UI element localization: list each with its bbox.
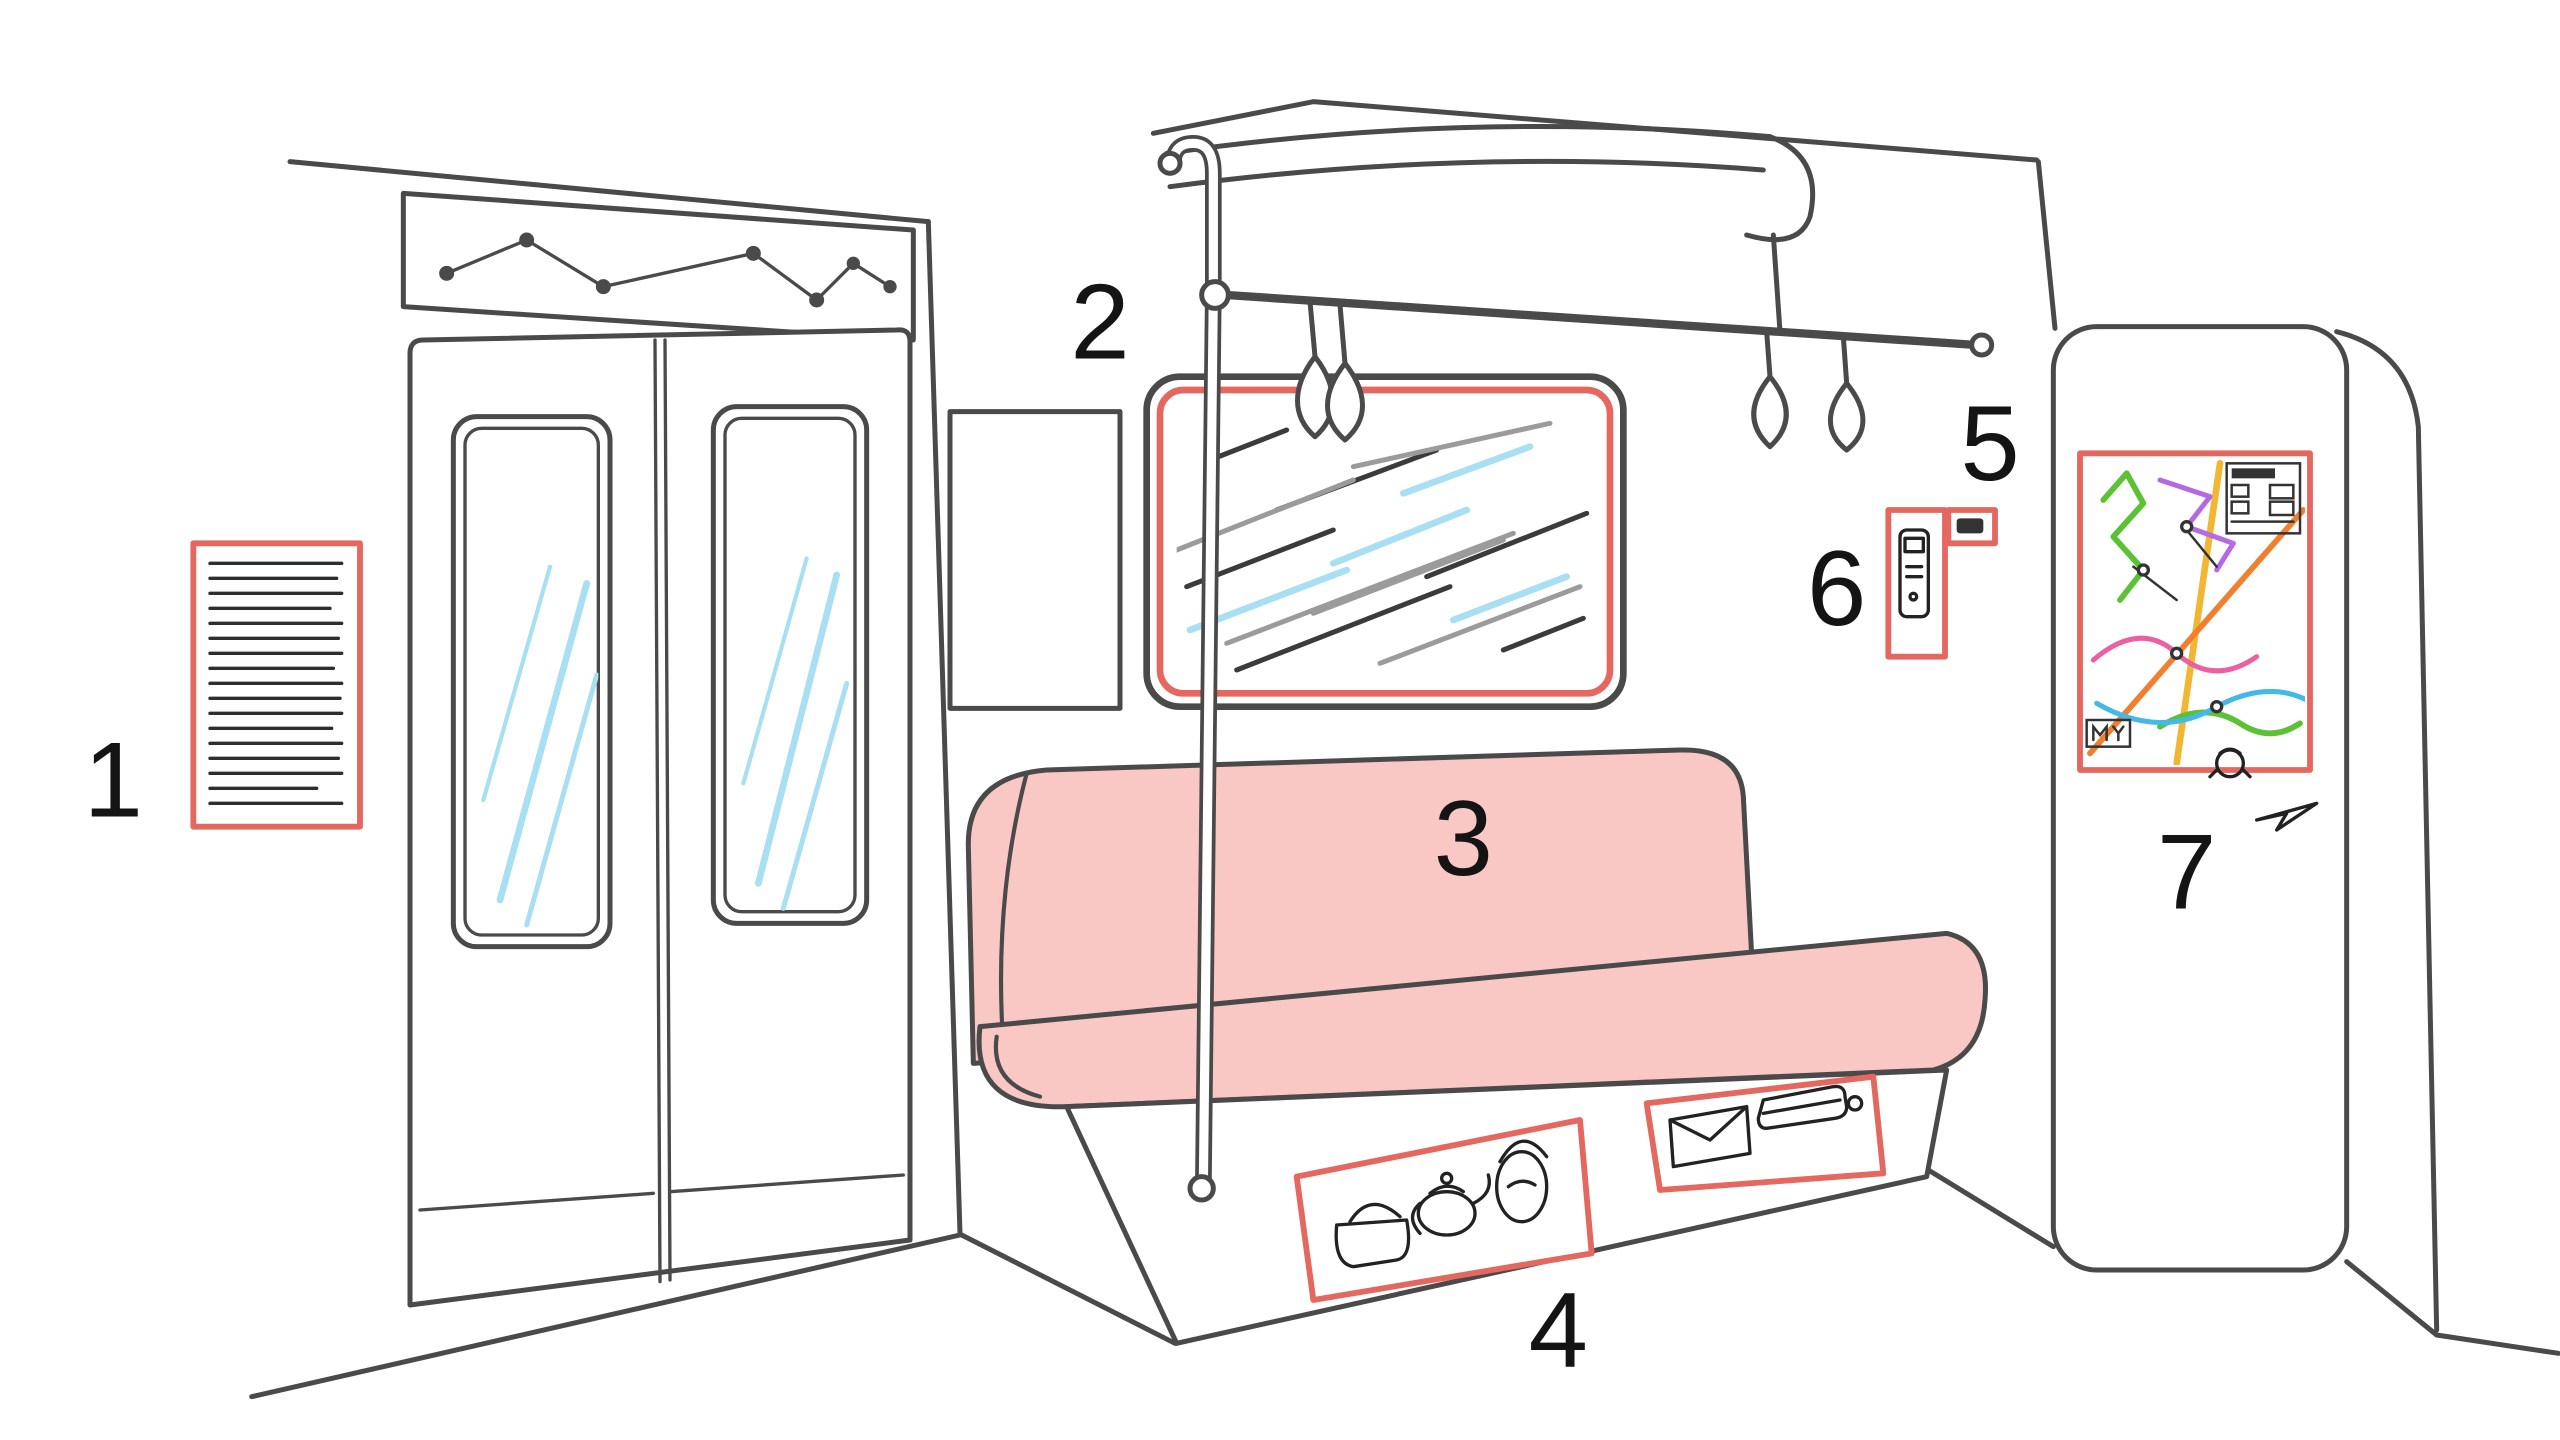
label-5: 5	[1960, 383, 2019, 503]
ceiling-corner	[2035, 159, 2058, 331]
route-panel-frame	[400, 190, 916, 343]
car-structure	[249, 99, 2058, 1400]
map-legend	[2225, 462, 2302, 535]
label-4: 4	[1529, 1270, 1588, 1390]
label-2: 2	[1070, 261, 1129, 381]
handset	[1898, 528, 1930, 619]
handbag-doodle	[1334, 1202, 1411, 1269]
number-labels: 1 2 3 4 5 6 7	[84, 261, 2217, 1389]
intercom-button	[1956, 518, 1984, 534]
label-3: 3	[1434, 778, 1493, 898]
handrail	[1222, 290, 1995, 358]
ceiling-edge	[1150, 99, 2040, 163]
door-bottom-lines	[418, 1173, 905, 1212]
strap-band	[1764, 329, 1773, 380]
door-center-seam	[653, 338, 672, 1284]
luggage-rack	[1164, 124, 1816, 335]
map-line-orange	[2087, 507, 2305, 757]
pencil-case-doodle	[1756, 1084, 1849, 1131]
route-station-dots	[439, 232, 897, 308]
floor-corner-right	[2344, 1259, 2560, 1356]
seat-cushion	[976, 930, 1989, 1110]
floor-edge-left	[249, 1232, 963, 1400]
strap-band	[1337, 302, 1348, 366]
rail-end-cap	[1969, 332, 1995, 358]
poster-text-lines	[208, 561, 344, 805]
floor-edge-center	[959, 1232, 1178, 1346]
strap-band	[1840, 334, 1850, 386]
double-doors	[407, 327, 913, 1308]
storage-compartment-left	[1293, 1117, 1595, 1303]
left-door-window-inner	[463, 426, 601, 937]
right-door-window	[710, 404, 870, 926]
left-door-window	[450, 414, 613, 950]
compartment-frame	[1293, 1117, 1595, 1303]
legend-box	[2225, 462, 2302, 535]
floor-edge-right	[1925, 1167, 2056, 1250]
blank-ad-frame	[947, 409, 1123, 711]
map-doodles	[2208, 747, 2319, 832]
cushion-end-curve	[993, 1034, 1043, 1099]
envelope-doodle	[1668, 1105, 1752, 1169]
map-line-green-2	[2157, 709, 2303, 737]
car-window	[1143, 373, 1627, 711]
stanchion-pole	[1157, 134, 1231, 1203]
wall-top-edge	[287, 159, 931, 225]
right-door-window-inner	[723, 416, 857, 914]
car-body-corner	[2334, 329, 2440, 1333]
handset-screen	[1903, 536, 1925, 554]
map-lines	[2087, 460, 2305, 765]
rack-top-rail	[1164, 124, 1773, 156]
wall-corner	[925, 219, 963, 1236]
backrest-end-curve	[998, 771, 1029, 1049]
storage-compartment-right	[1643, 1073, 1887, 1193]
wall-poster	[190, 540, 363, 830]
hanging-straps	[1295, 299, 1866, 453]
teapot-doodle	[1416, 1190, 1477, 1237]
label-1: 1	[84, 720, 143, 840]
window-glass-streaks	[1176, 420, 1590, 673]
pole-rail-joint	[1199, 279, 1231, 311]
corner-label-box	[2085, 718, 2132, 748]
strap-ring	[1827, 380, 1866, 453]
right-door-glass-reflections	[741, 556, 850, 911]
strap-ring	[1325, 360, 1365, 443]
label-7: 7	[2157, 811, 2216, 931]
intercom-device	[1885, 507, 1998, 660]
strap-band	[1307, 299, 1318, 360]
rack-bottom-rail	[1167, 158, 1766, 190]
intercom-frame	[1885, 507, 1948, 660]
under-seat-storage	[1064, 1067, 1950, 1346]
strap-ring	[1751, 374, 1789, 450]
hand-rail-bar	[1222, 290, 1981, 350]
bag-doodle	[1495, 1150, 1549, 1224]
overhead-route-panel	[400, 190, 916, 343]
rack-support-strut	[1770, 232, 1783, 335]
legend-header	[2231, 468, 2275, 479]
map-corner-label	[2085, 718, 2132, 748]
pole-floor-cap	[1187, 1174, 1216, 1203]
left-door-glass-reflections	[481, 564, 599, 928]
rack-end-bracket	[1744, 134, 1816, 243]
cursor-arrow-icon	[2255, 801, 2319, 832]
bench-seat	[965, 747, 1989, 1110]
pole-top-cap	[1157, 150, 1183, 176]
label-6: 6	[1807, 528, 1866, 648]
strap-ring	[1295, 354, 1335, 440]
route-map	[2077, 450, 2319, 832]
